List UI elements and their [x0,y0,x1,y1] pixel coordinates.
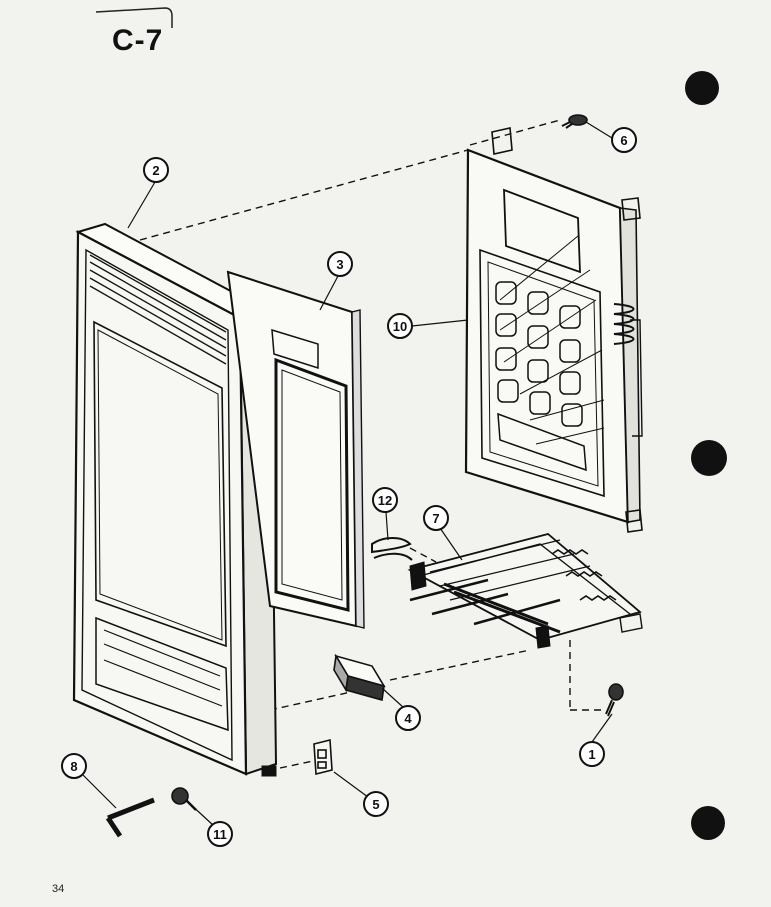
screw-top [561,114,588,129]
small-block [333,653,386,702]
callout-10: 8 [61,753,87,779]
svg-text:12: 12 [378,493,392,508]
callout-4: 4 [395,705,421,731]
clip [371,537,413,561]
svg-text:10: 10 [393,319,407,334]
hex-key [105,797,155,838]
svg-text:11: 11 [213,827,227,842]
svg-text:7: 7 [432,511,439,526]
leader-lines [79,121,613,827]
binder-hole-top [685,71,719,105]
svg-text:4: 4 [404,711,412,726]
svg-text:8: 8 [70,759,77,774]
callout-6: 6 [611,127,637,153]
svg-text:5: 5 [372,797,379,812]
switch-assembly [407,533,643,649]
callout-3: 3 [327,251,353,277]
binder-hole-middle [691,440,727,476]
corner-mark: 34 [52,883,64,895]
binder-hole-bottom [691,806,725,840]
page-label: C-7 [112,24,164,57]
callout-5: 5 [363,791,389,817]
callout-1: 1 [579,741,605,767]
callout-7: 7 [423,505,449,531]
screw-bottom [605,683,624,717]
callout-12: 12 [372,487,398,513]
control-panel [464,127,643,533]
door-frame [72,222,278,777]
callout-2: 2 [143,157,169,183]
callout-11: 11 [207,821,233,847]
latch-plate [313,738,333,776]
callouts: 2 3 10 6 12 7 4 1 5 8 11 [61,127,637,847]
callout-8: 10 [387,313,413,339]
svg-text:3: 3 [336,257,343,272]
svg-text:2: 2 [152,163,159,178]
svg-text:6: 6 [620,133,627,148]
svg-text:1: 1 [588,747,595,762]
assembly-lines [139,119,604,769]
window-panel [226,270,365,629]
